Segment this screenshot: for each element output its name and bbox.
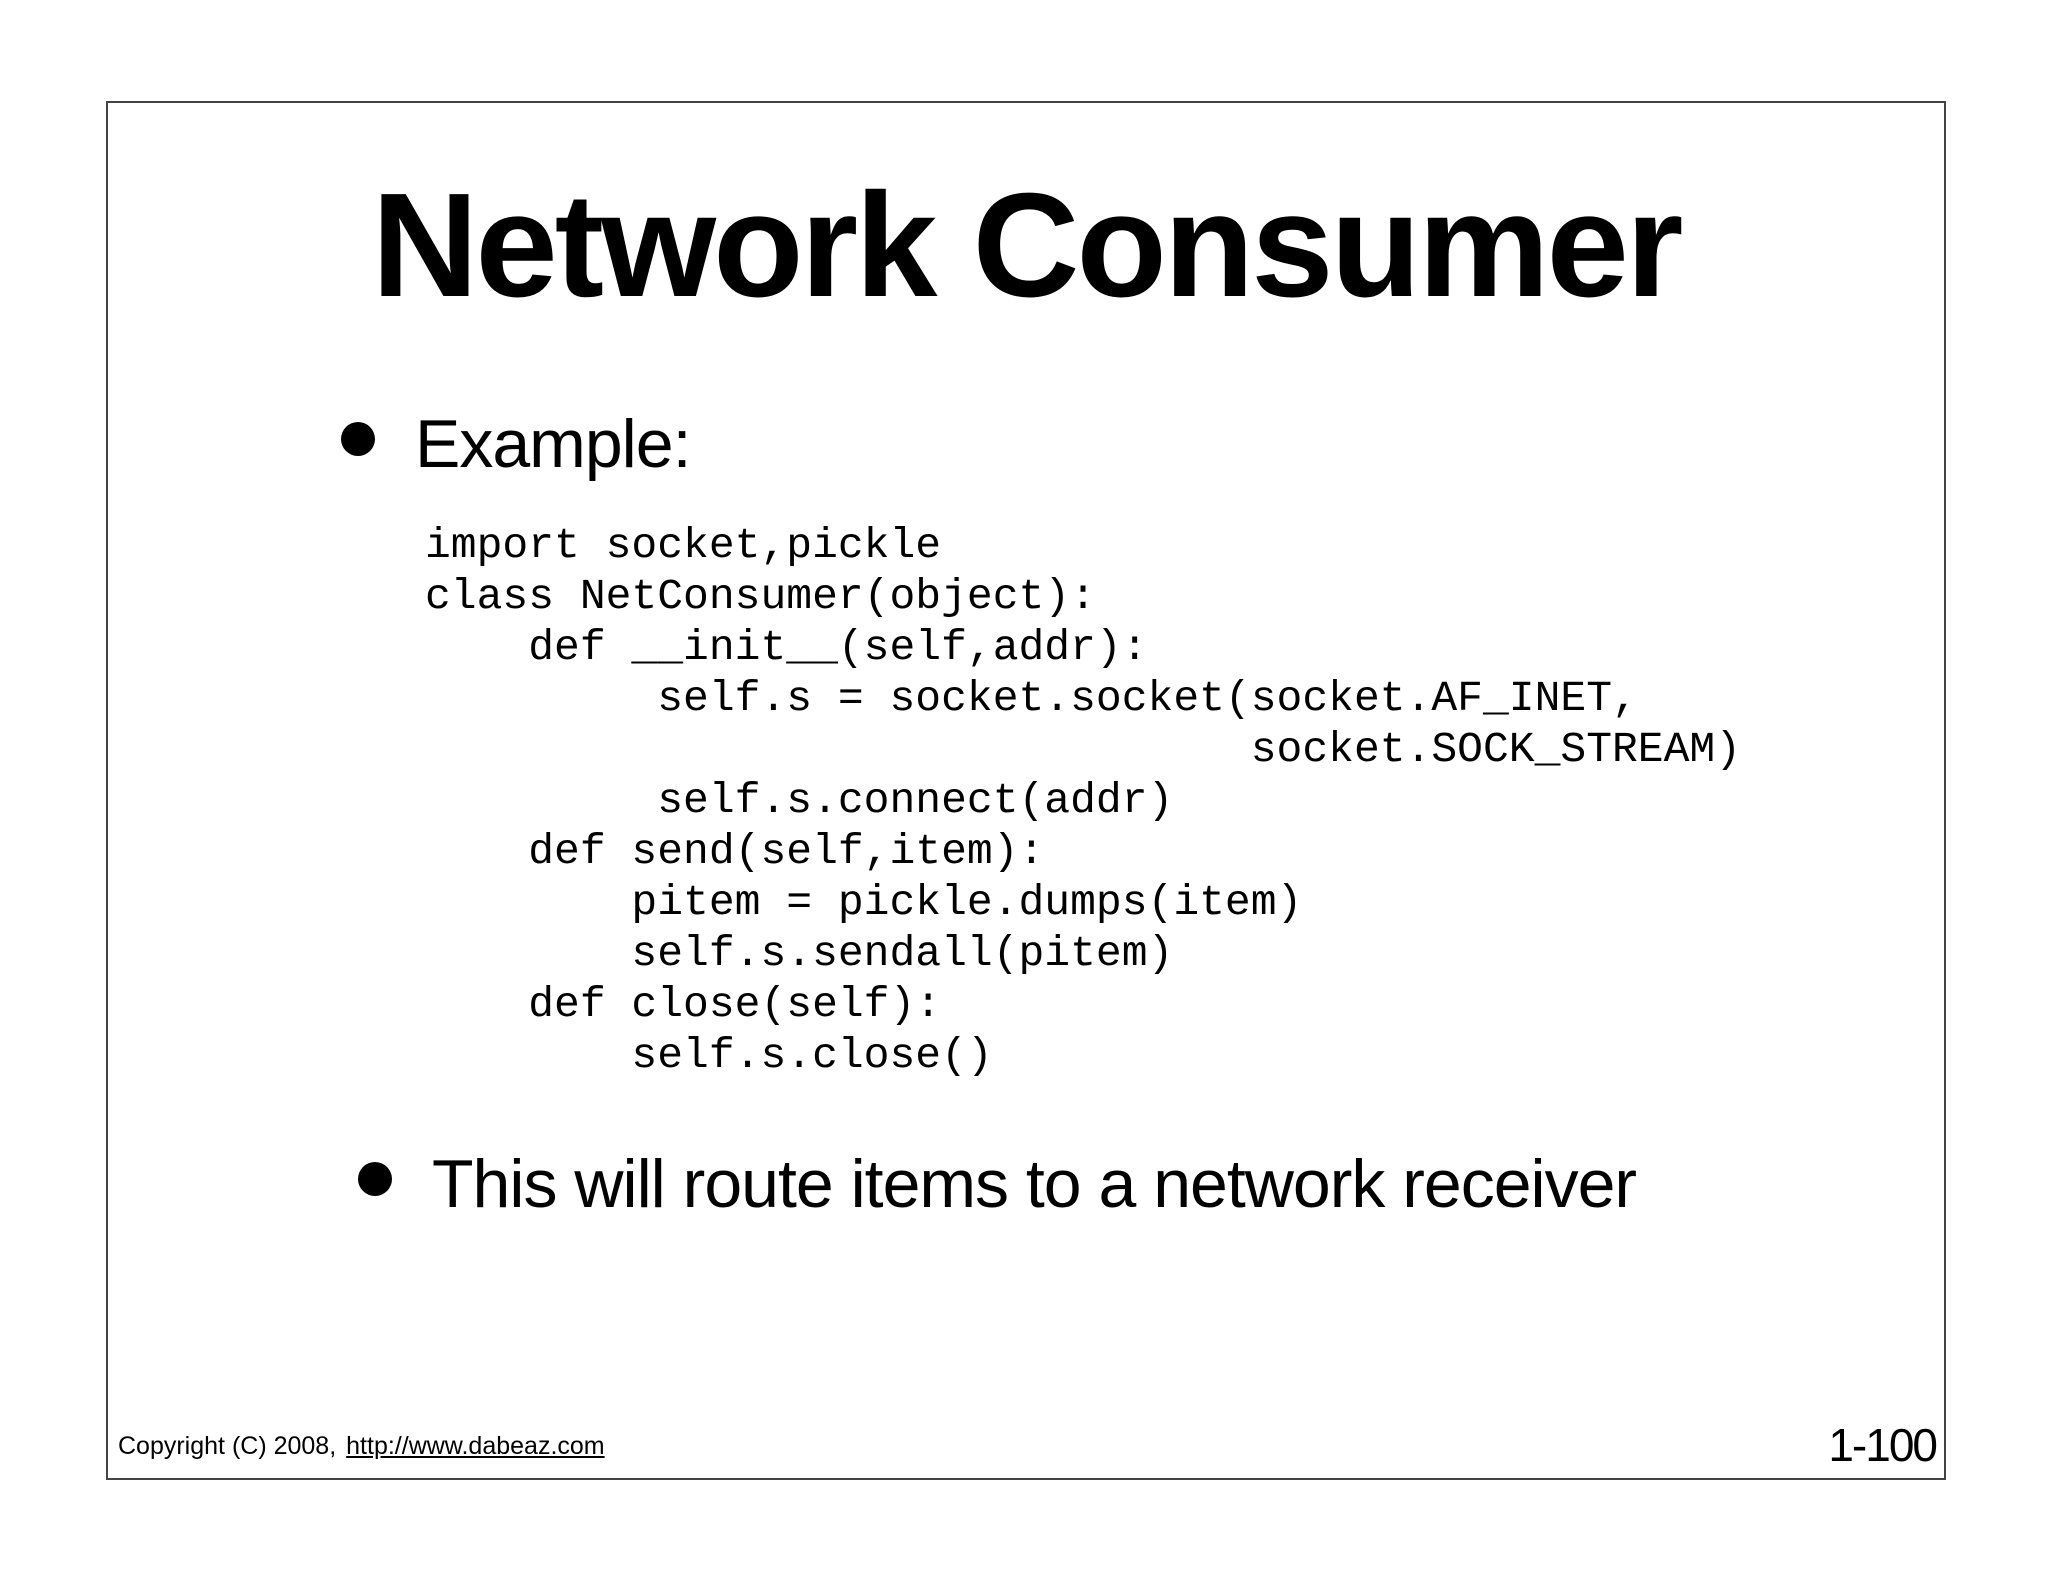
code-line: self.s.connect(addr)	[425, 776, 1174, 825]
bullet-icon	[341, 422, 375, 456]
bullet-icon	[358, 1162, 392, 1196]
page-number: 1-100	[1828, 1419, 1938, 1471]
code-line: self.s.sendall(pitem)	[425, 929, 1174, 978]
bullet-item-example: Example:	[341, 405, 691, 483]
copyright-text: Copyright (C) 2008,	[118, 1432, 337, 1460]
code-line: self.s.close()	[425, 1031, 993, 1080]
code-line: def __init__(self,addr):	[425, 623, 1148, 672]
bullet-label-example: Example:	[415, 406, 691, 482]
code-line: pitem = pickle.dumps(item)	[425, 878, 1303, 927]
bullet-item-summary: This will route items to a network recei…	[358, 1145, 1637, 1223]
bullet-label-summary: This will route items to a network recei…	[432, 1146, 1637, 1222]
code-line: socket.SOCK_STREAM)	[425, 725, 1742, 774]
code-line: import socket,pickle	[425, 521, 942, 570]
slide-frame	[106, 101, 1946, 1480]
code-line: self.s = socket.socket(socket.AF_INET,	[425, 674, 1638, 723]
footer-link[interactable]: http://www.dabeaz.com	[346, 1432, 605, 1460]
slide-footer: Copyright (C) 2008, http://www.dabeaz.com	[118, 1432, 605, 1461]
code-line: def send(self,item):	[425, 827, 1045, 876]
slide-title: Network Consumer	[371, 163, 1684, 328]
code-line: def close(self):	[425, 980, 942, 1029]
code-line: class NetConsumer(object):	[425, 572, 1096, 621]
